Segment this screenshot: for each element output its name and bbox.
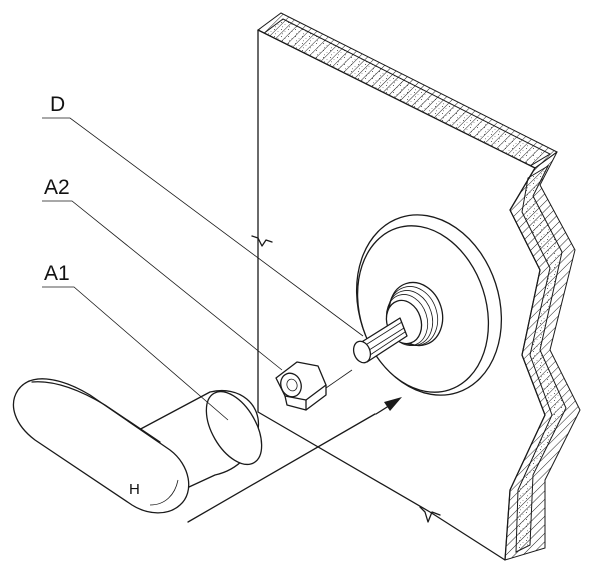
wall-broken-core (515, 164, 567, 553)
callout-a1: A1 (44, 262, 70, 285)
lever-handle: H (12, 378, 263, 514)
wall-break-mark-bottom (419, 506, 441, 523)
callout-a2: A2 (44, 176, 70, 199)
handle-mark-h: H (129, 481, 140, 498)
leader-a1 (42, 286, 229, 421)
assembly-direction-arrows (187, 397, 402, 523)
leader-d (42, 117, 364, 337)
hex-nut (275, 361, 353, 411)
splined-spindle (352, 317, 408, 364)
wall-break-mark-left (251, 235, 273, 247)
rosette-assembly (352, 214, 503, 396)
leader-lines (42, 117, 364, 421)
callout-d: D (50, 93, 65, 116)
leader-a2 (42, 200, 283, 371)
